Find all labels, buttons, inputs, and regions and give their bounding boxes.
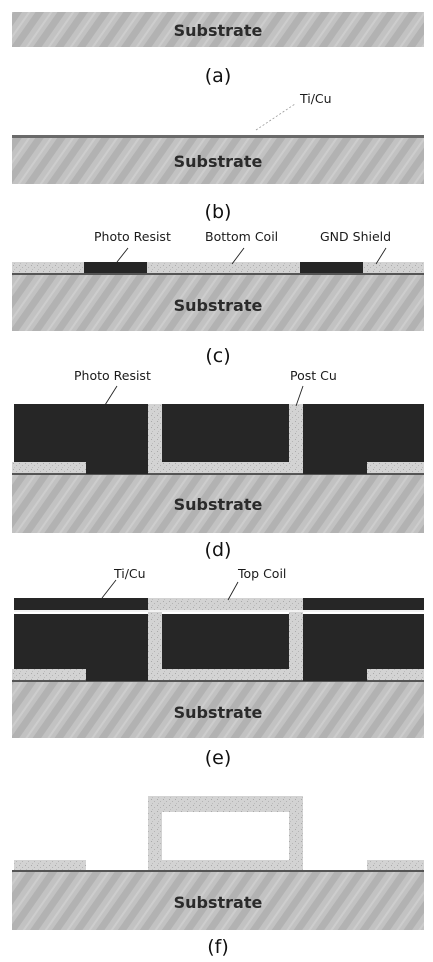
caption-b: (b) (205, 201, 232, 223)
photo-resist-d-right (303, 404, 424, 474)
top-coil-e (148, 598, 303, 612)
ticu-seed-layer-b (12, 135, 424, 138)
post-cu-e-right (289, 612, 303, 669)
substrate-label-f: Substrate (174, 893, 263, 912)
panel-a: Substrate (a) (12, 12, 424, 87)
photo-resist-e-left (14, 614, 148, 681)
substrate-label-a: Substrate (174, 21, 263, 40)
substrate-c (12, 275, 424, 331)
substrate-e (12, 682, 424, 738)
bottom-right-pad-f (367, 860, 424, 871)
bottom-coil-leader-c (231, 247, 245, 265)
panel-e: Ti/Cu Top Coil Substrate (e) (12, 566, 424, 769)
air-core-cavity-f (162, 812, 289, 869)
seed-line-f (12, 870, 424, 872)
post-cu-label-d: Post Cu (290, 368, 337, 383)
bottom-coil-f (148, 860, 303, 871)
ticu-leader-b (255, 103, 296, 131)
photo-resist-leader-d (104, 385, 118, 406)
photo-resist-d-middle (162, 404, 289, 462)
seed-line-d (12, 473, 424, 475)
photo-resist-c-left (84, 262, 147, 274)
bottom-coil-label-c: Bottom Coil (205, 229, 278, 244)
caption-c: (c) (205, 345, 230, 367)
gnd-shield-label-c: GND Shield (320, 229, 391, 244)
post-cu-d-left (148, 404, 162, 462)
substrate-label-b: Substrate (174, 152, 263, 171)
post-cu-e-left (148, 612, 162, 669)
photo-resist-e-middle (162, 614, 289, 669)
substrate-d (12, 475, 424, 533)
substrate-label-d: Substrate (174, 495, 263, 514)
gnd-shield-leader-c (375, 247, 387, 265)
photo-resist-label-c: Photo Resist (94, 229, 171, 244)
top-coil-leader-e (227, 581, 239, 601)
ticu-seed-layer-e (14, 610, 424, 612)
ticu-leader-e (101, 579, 117, 599)
substrate-b (12, 138, 424, 184)
photo-resist-d-left (14, 404, 148, 474)
caption-f: (f) (207, 936, 229, 958)
ticu-label-b: Ti/Cu (299, 91, 332, 106)
seed-line-c (12, 273, 424, 275)
caption-a: (a) (205, 65, 231, 87)
seed-line-e (12, 680, 424, 682)
caption-e: (e) (205, 747, 232, 769)
photo-resist-label-d: Photo Resist (74, 368, 151, 383)
caption-d: (d) (205, 539, 232, 561)
substrate-a (12, 12, 424, 47)
substrate-f (12, 872, 424, 930)
top-coil-label-e: Top Coil (237, 566, 286, 581)
photo-resist-e-right (303, 614, 424, 681)
photo-resist-c-right (300, 262, 363, 274)
post-cu-leader-d (295, 385, 304, 407)
panel-f: Substrate (f) (12, 796, 424, 958)
ticu-label-e: Ti/Cu (113, 566, 146, 581)
substrate-label-e: Substrate (174, 703, 263, 722)
panel-b: Ti/Cu Substrate (b) (12, 91, 424, 223)
panel-d: Photo Resist Post Cu Substrate (d) (12, 368, 424, 561)
post-cu-d-right (289, 404, 303, 462)
substrate-label-c: Substrate (174, 296, 263, 315)
bottom-left-pad-f (14, 860, 86, 871)
panel-c: Photo Resist Bottom Coil GND Shield Subs… (12, 229, 424, 367)
photo-resist-leader-c (116, 247, 129, 263)
